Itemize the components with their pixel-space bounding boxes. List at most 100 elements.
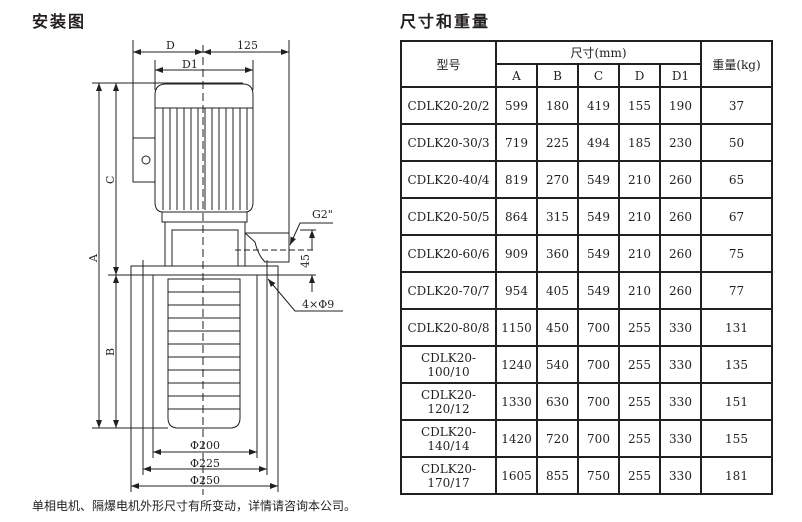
header-weight: 重量(kg): [700, 40, 773, 88]
cell-value: 1150: [495, 308, 538, 347]
cell-value: 260: [659, 160, 702, 199]
header-col-a: A: [495, 63, 538, 88]
cell-value: 1605: [495, 456, 538, 495]
cell-value: 855: [536, 456, 579, 495]
cell-value: 185: [618, 123, 661, 162]
outlet-pipe: [244, 232, 290, 263]
cell-model: CDLK20-60/6: [400, 234, 497, 273]
cell-value: 255: [618, 419, 661, 458]
cell-value: 700: [577, 308, 620, 347]
label-d1: D1: [182, 58, 198, 71]
cell-value: 549: [577, 160, 620, 199]
cell-model: CDLK20-120/12: [400, 382, 497, 421]
cell-value: 599: [495, 86, 538, 125]
cell-value: 230: [659, 123, 702, 162]
cell-value: 1420: [495, 419, 538, 458]
cell-value: 190: [659, 86, 702, 125]
cell-value: 700: [577, 345, 620, 384]
cell-value: 210: [618, 160, 661, 199]
cell-value: 50: [700, 123, 773, 162]
cell-value: 65: [700, 160, 773, 199]
label-phi250: Φ250: [190, 474, 220, 487]
cell-model: CDLK20-140/14: [400, 419, 497, 458]
cell-value: 330: [659, 419, 702, 458]
cell-value: 180: [536, 86, 579, 125]
cell-value: 330: [659, 456, 702, 495]
cell-value: 260: [659, 271, 702, 310]
cell-value: 155: [618, 86, 661, 125]
cell-value: 330: [659, 345, 702, 384]
cell-value: 719: [495, 123, 538, 162]
cell-value: 181: [700, 456, 773, 495]
cell-value: 155: [700, 419, 773, 458]
cell-value: 954: [495, 271, 538, 310]
cell-value: 37: [700, 86, 773, 125]
cell-value: 819: [495, 160, 538, 199]
label-125: 125: [237, 39, 258, 52]
mounting-flange: [130, 265, 279, 276]
header-col-b: B: [536, 63, 579, 88]
footnote: 单相电机、隔爆电机外形尺寸有所变动，详情请咨询本公司。: [32, 499, 357, 513]
junction-box: [132, 137, 156, 183]
cell-value: 909: [495, 234, 538, 273]
cell-value: 700: [577, 419, 620, 458]
cell-value: 750: [577, 456, 620, 495]
cell-value: 255: [618, 345, 661, 384]
cell-value: 1330: [495, 382, 538, 421]
cell-value: 549: [577, 197, 620, 236]
cell-model: CDLK20-40/4: [400, 160, 497, 199]
cell-value: 77: [700, 271, 773, 310]
pump-installation-drawing: D 125 D1 G2" 4×Φ9 Φ200 Φ225 Φ250 A C B 4…: [87, 39, 343, 495]
cell-value: 419: [577, 86, 620, 125]
label-phi225: Φ225: [190, 457, 220, 470]
cell-value: 225: [536, 123, 579, 162]
cell-value: 330: [659, 382, 702, 421]
cell-value: 540: [536, 345, 579, 384]
label-45: 45: [299, 254, 312, 268]
cell-value: 210: [618, 234, 661, 273]
cell-value: 315: [536, 197, 579, 236]
cable-gland-icon: [141, 155, 151, 165]
cell-value: 405: [536, 271, 579, 310]
cell-value: 255: [618, 308, 661, 347]
cell-value: 1240: [495, 345, 538, 384]
label-a: A: [87, 253, 100, 263]
label-g2: G2": [312, 208, 333, 221]
cell-value: 720: [536, 419, 579, 458]
cell-value: 210: [618, 197, 661, 236]
dims-title: 尺寸和重量: [400, 12, 491, 31]
header-col-d: D: [618, 63, 661, 88]
cell-model: CDLK20-80/8: [400, 308, 497, 347]
header-col-d1: D1: [659, 63, 702, 88]
cell-value: 260: [659, 234, 702, 273]
header-col-c: C: [577, 63, 620, 88]
install-title: 安装图: [32, 12, 87, 31]
label-holes: 4×Φ9: [302, 298, 334, 311]
cell-value: 260: [659, 197, 702, 236]
cell-value: 700: [577, 382, 620, 421]
cell-value: 131: [700, 308, 773, 347]
cell-model: CDLK20-30/3: [400, 123, 497, 162]
label-b: B: [104, 348, 117, 356]
cell-value: 630: [536, 382, 579, 421]
cell-value: 151: [700, 382, 773, 421]
cell-value: 255: [618, 456, 661, 495]
cell-model: CDLK20-50/5: [400, 197, 497, 236]
label-c: C: [104, 176, 117, 184]
label-d: D: [166, 39, 175, 52]
motor-fan-cover: [154, 83, 254, 109]
cell-value: 135: [700, 345, 773, 384]
header-model: 型号: [400, 40, 497, 88]
cell-value: 360: [536, 234, 579, 273]
